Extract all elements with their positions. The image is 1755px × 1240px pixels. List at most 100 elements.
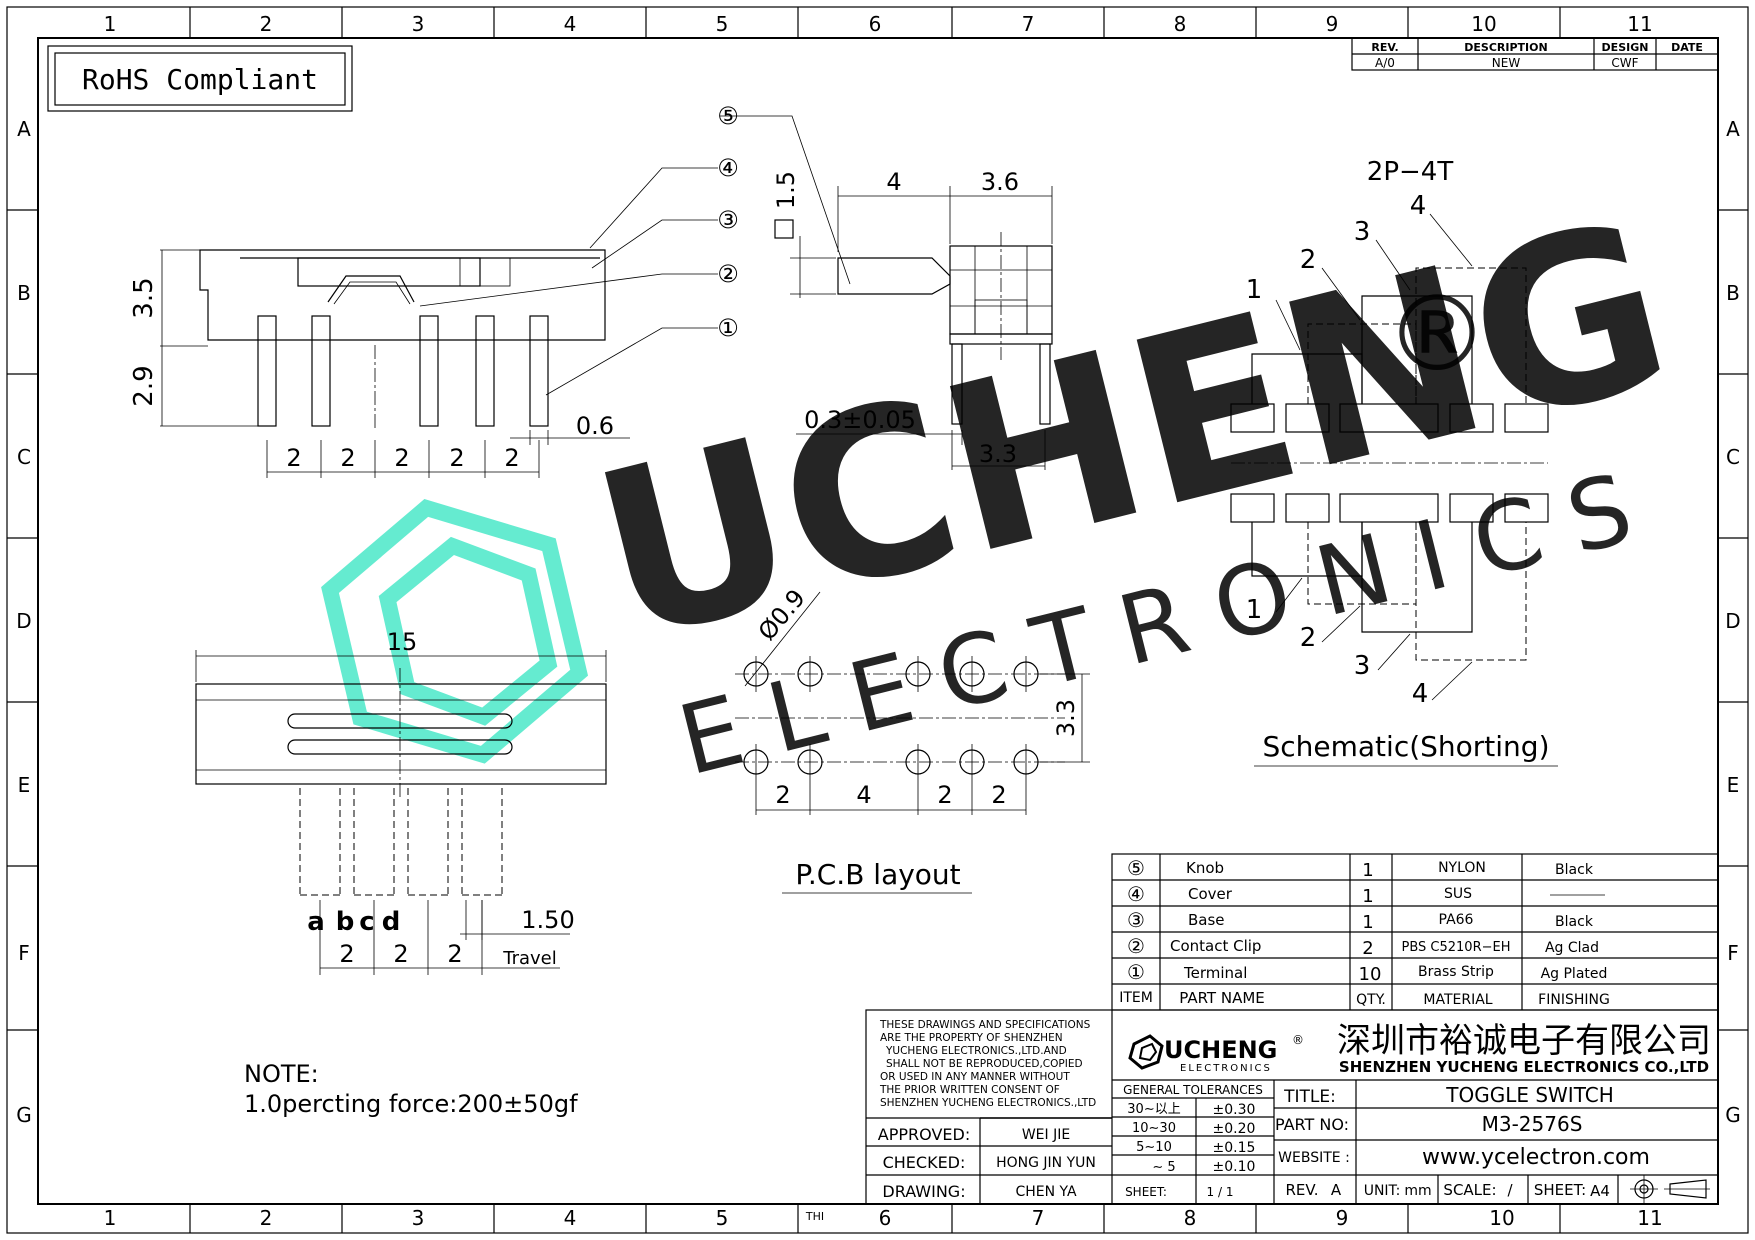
position-label-a: a xyxy=(307,907,325,937)
top-pitch-3: 2 xyxy=(447,940,462,968)
col-label-top-5: 5 xyxy=(716,12,729,36)
pcb-row-spacing: 3.3 xyxy=(1052,699,1080,737)
position-label-b: b xyxy=(336,907,355,937)
website-label: WEBSITE : xyxy=(1278,1150,1350,1166)
logo-subtext: ELECTRONICS xyxy=(1180,1063,1272,1074)
row-label-left-F: F xyxy=(18,941,30,965)
col-label-top-11: 11 xyxy=(1627,12,1652,36)
row-label-right-D: D xyxy=(1725,609,1740,633)
note-title: NOTE: xyxy=(244,1060,319,1088)
tolerance-value-4: ±0.10 xyxy=(1213,1159,1256,1175)
col-label-top-6: 6 xyxy=(869,12,882,36)
unit-label: UNIT: xyxy=(1364,1183,1401,1199)
unit-value: mm xyxy=(1404,1183,1431,1199)
bom-finish-3: Black xyxy=(1555,914,1594,930)
watermark-logo-mark xyxy=(321,499,589,764)
col-label-bottom-7: 7 xyxy=(1032,1206,1045,1230)
bom-material-2: SUS xyxy=(1444,886,1472,902)
bom-name-4: Contact Clip xyxy=(1170,937,1261,955)
col-label-bottom-5: 5 xyxy=(716,1206,729,1230)
column-grid: 1 2 3 4 5 6 7 8 9 10 11 1 2 3 4 5 6 7 8 … xyxy=(104,7,1663,1233)
disclaimer-line-6: THE PRIOR WRITTEN CONSENT OF xyxy=(879,1084,1060,1096)
bom-material-5: Brass Strip xyxy=(1418,964,1494,980)
row-label-left-D: D xyxy=(16,609,31,633)
disclaimer-line-2: ARE THE PROPERTY OF SHENZHEN xyxy=(880,1032,1063,1044)
schematic-bottom-label-4: 4 xyxy=(1412,679,1429,709)
rev-row-design: CWF xyxy=(1611,56,1638,70)
schematic: 2P−4T 1 2 3 4 1 xyxy=(1230,157,1558,767)
pcb-pitch-4: 2 xyxy=(991,781,1006,809)
drawing-name: CHEN YA xyxy=(1015,1184,1077,1200)
pcb-caption: P.C.B layout xyxy=(795,858,960,891)
row-label-left-A: A xyxy=(17,117,31,141)
pcb-pitch-1: 2 xyxy=(775,781,790,809)
side-pitch-4: 2 xyxy=(449,444,464,472)
bom-qty-1: 1 xyxy=(1362,860,1373,881)
col-label-bottom-11: 11 xyxy=(1637,1206,1662,1230)
tolerance-value-3: ±0.15 xyxy=(1213,1140,1256,1156)
bom-header-qty: QTY. xyxy=(1356,992,1386,1008)
bom-header-item: ITEM xyxy=(1119,990,1153,1006)
schematic-top-label-3: 3 xyxy=(1354,217,1371,247)
row-label-right-E: E xyxy=(1727,773,1740,797)
rev-header-rev: REV. xyxy=(1371,41,1398,54)
schematic-title: 2P−4T xyxy=(1367,157,1454,187)
schematic-bottom-label-1: 1 xyxy=(1246,595,1263,625)
tolerance-title: GENERAL TOLERANCES xyxy=(1123,1083,1263,1097)
rev-header-design: DESIGN xyxy=(1602,41,1649,54)
dim-end-thickness: 0.3±0.05 xyxy=(804,406,916,434)
logo-registered: ® xyxy=(1292,1033,1304,1047)
watermark-registered: ® xyxy=(1385,273,1489,395)
col-label-top-4: 4 xyxy=(564,12,577,36)
dim-end-c: 1.5 xyxy=(772,171,800,209)
projection-symbol-icon xyxy=(1630,1175,1710,1203)
col-label-bottom-3: 3 xyxy=(412,1206,425,1230)
dim-travel: 1.50 xyxy=(521,906,574,934)
row-label-right-C: C xyxy=(1726,445,1740,469)
dim-top-length: 15 xyxy=(387,628,418,656)
revision-table: REV. DESCRIPTION DESIGN DATE A/0 NEW CWF xyxy=(1351,37,1719,71)
end-view: 4 3.6 1.5 0.3±0.05 3.3 xyxy=(772,168,1053,470)
sheet-value: 1 / 1 xyxy=(1207,1185,1234,1199)
dim-side-height-body: 3.5 xyxy=(129,277,159,318)
company-name-cn: 深圳市裕诚电子有限公司 xyxy=(1337,1021,1711,1061)
col-label-top-9: 9 xyxy=(1326,12,1339,36)
rev-label: REV. xyxy=(1286,1181,1319,1199)
row-grid: A B C D E F G A B C D E F G xyxy=(7,117,1748,1127)
part-no-value: M3-2576S xyxy=(1482,1112,1583,1136)
note-line-1: 1.0percting force:200±50gf xyxy=(244,1090,578,1118)
title-value: TOGGLE SWITCH xyxy=(1445,1083,1614,1107)
row-label-right-G: G xyxy=(1725,1103,1741,1127)
bom-qty-3: 1 xyxy=(1362,912,1373,933)
company-name-en: SHENZHEN YUCHENG ELECTRONICS CO.,LTD xyxy=(1339,1058,1709,1076)
disclaimer-line-4: SHALL NOT BE REPRODUCED,COPIED xyxy=(886,1058,1083,1070)
rohs-badge: RoHS Compliant xyxy=(47,45,353,112)
bom-name-5: Terminal xyxy=(1183,964,1247,982)
tolerance-range-4: ∼ 5 xyxy=(1152,1160,1175,1175)
bom-table: ⑤ Knob 1 NYLON Black ④ Cover 1 SUS ③ Bas… xyxy=(1111,853,1719,1011)
side-pitch-2: 2 xyxy=(340,444,355,472)
col-label-bottom-1: 1 xyxy=(104,1206,117,1230)
row-label-left-C: C xyxy=(17,445,31,469)
schematic-bottom-label-3: 3 xyxy=(1354,651,1371,681)
bom-name-2: Cover xyxy=(1188,885,1233,903)
tolerance-range-2: 10∼30 xyxy=(1132,1121,1176,1136)
dim-side-pin-width: 0.6 xyxy=(576,412,614,440)
company-logo: UCHENG ® ELECTRONICS xyxy=(1128,1033,1304,1074)
bom-finish-4: Ag Clad xyxy=(1545,940,1599,956)
schematic-caption: Schematic(Shorting) xyxy=(1262,730,1549,763)
pcb-pitch-3: 2 xyxy=(937,781,952,809)
row-label-right-A: A xyxy=(1726,117,1740,141)
rev-row-description: NEW xyxy=(1492,56,1521,70)
scale-value: / xyxy=(1507,1181,1513,1199)
row-label-left-E: E xyxy=(18,773,31,797)
bom-item-1: ⑤ xyxy=(1127,856,1145,880)
drawing-label: DRAWING: xyxy=(882,1182,965,1201)
approved-label: APPROVED: xyxy=(878,1125,970,1144)
callout-terminal: ① xyxy=(717,314,739,342)
title-label: TITLE: xyxy=(1283,1087,1336,1107)
top-view: 15 a b c d 2 2 2 Travel 1.50 xyxy=(195,628,607,975)
col-label-top-2: 2 xyxy=(260,12,273,36)
rev-value: A xyxy=(1331,1181,1342,1199)
schematic-top-label-2: 2 xyxy=(1300,245,1317,275)
